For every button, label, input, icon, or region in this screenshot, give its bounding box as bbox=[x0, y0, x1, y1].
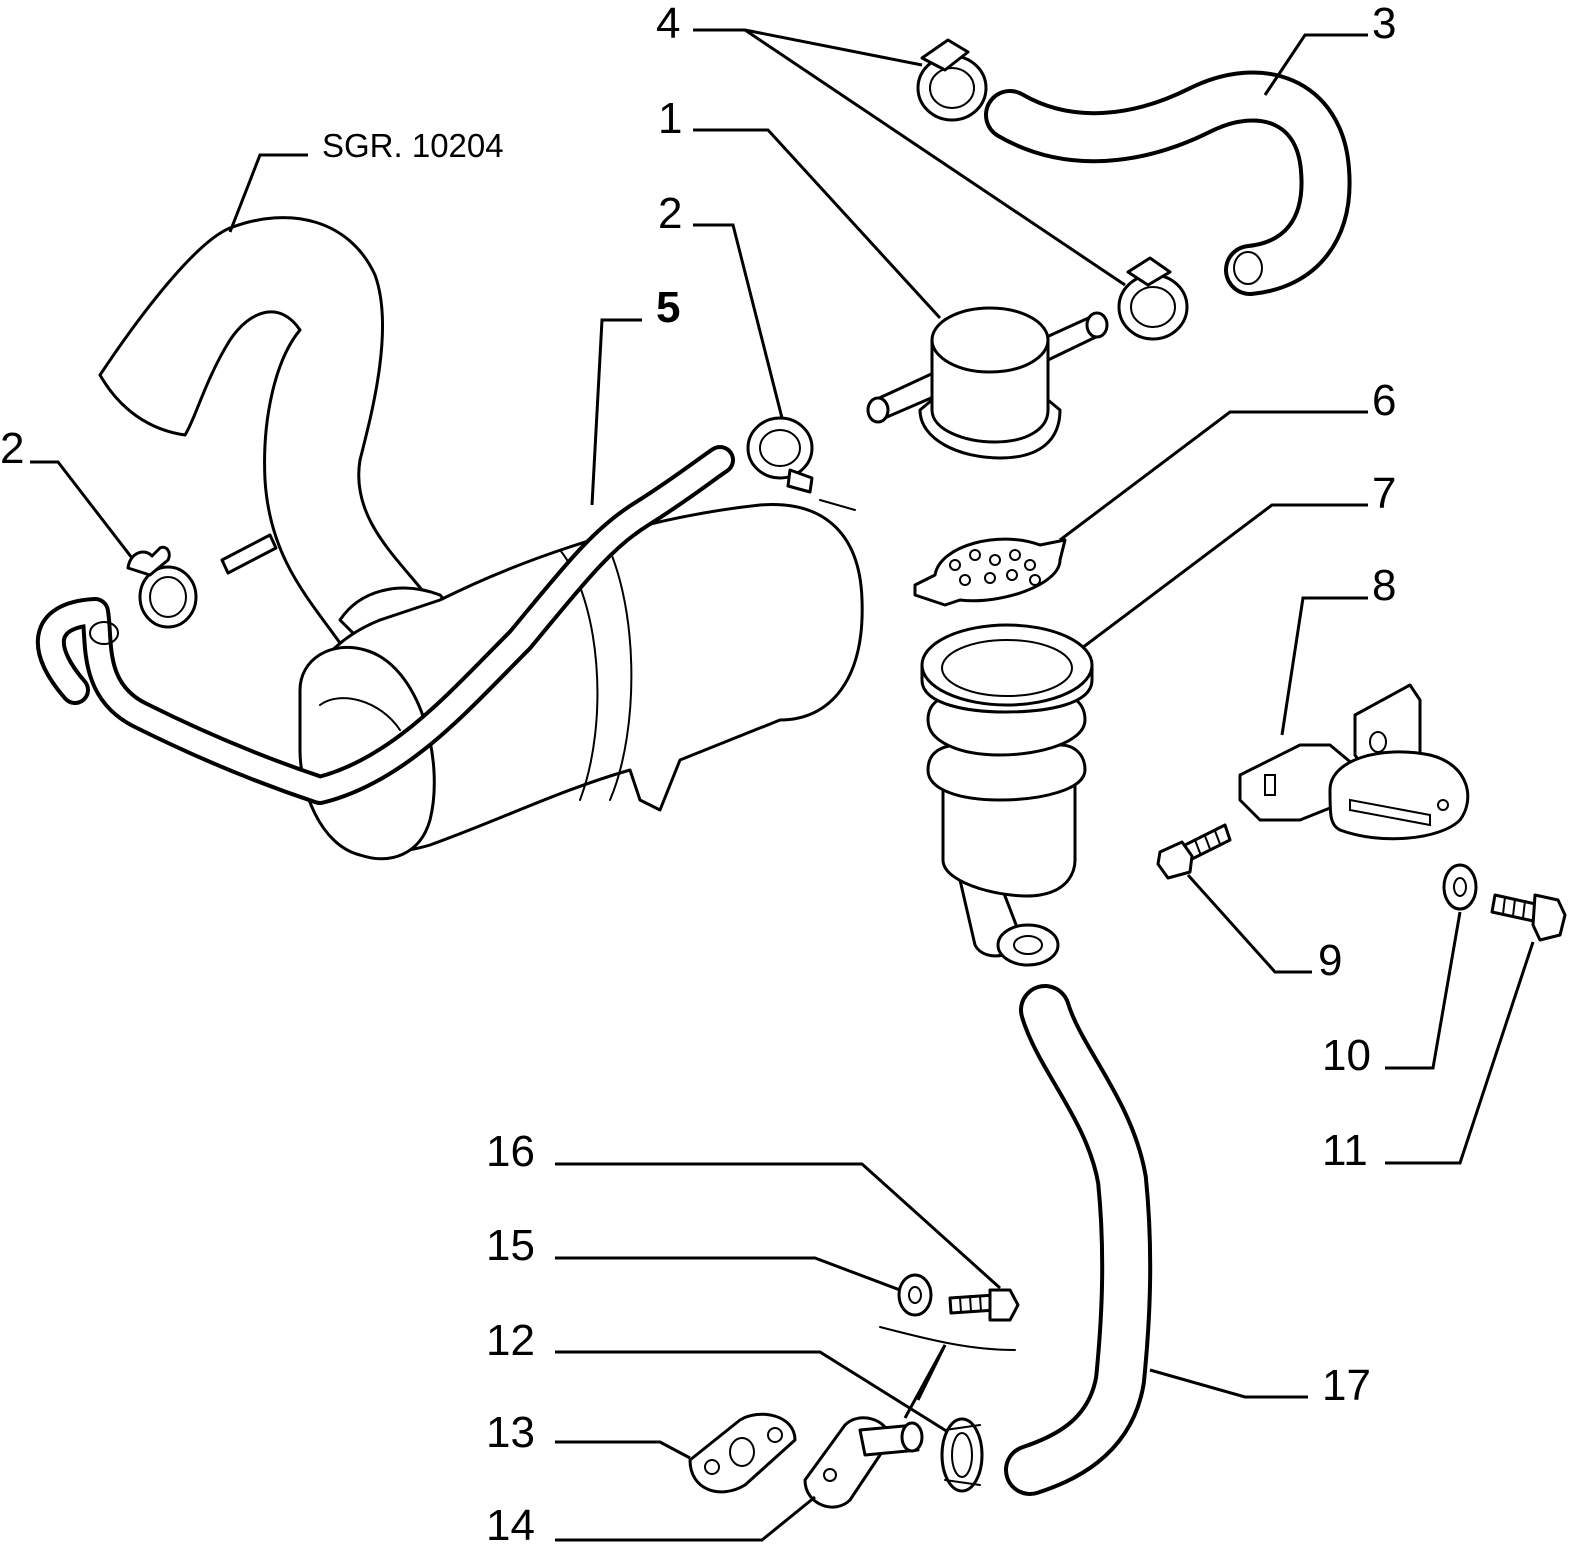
hose-clamp-part-12 bbox=[940, 1417, 984, 1493]
callout-4: 4 bbox=[656, 0, 680, 48]
callout-2-upper: 2 bbox=[658, 189, 682, 238]
drain-fitting-part-14 bbox=[803, 1416, 924, 1509]
callout-12: 12 bbox=[486, 1316, 535, 1365]
callout-17: 17 bbox=[1322, 1361, 1371, 1410]
hose-clamp-part-2-left bbox=[126, 545, 198, 629]
reference-assembly bbox=[98, 216, 864, 861]
callout-15: 15 bbox=[486, 1221, 535, 1270]
callout-3: 3 bbox=[1372, 0, 1396, 48]
labels: SGR. 10204 1 2 2 3 4 5 6 7 8 9 10 11 12 … bbox=[0, 0, 1396, 1544]
filter-housing-part-7 bbox=[920, 623, 1094, 967]
callout-8: 8 bbox=[1372, 561, 1396, 610]
callout-10: 10 bbox=[1322, 1031, 1371, 1080]
callout-5: 5 bbox=[656, 283, 680, 332]
leader-lines bbox=[30, 28, 1535, 1542]
breather-hose-part-5 bbox=[35, 445, 735, 805]
callout-9: 9 bbox=[1318, 936, 1342, 985]
breather-valve-part-1 bbox=[866, 306, 1109, 460]
callout-2-left: 2 bbox=[0, 424, 24, 473]
callout-13: 13 bbox=[486, 1408, 535, 1457]
callout-11: 11 bbox=[1322, 1126, 1368, 1175]
hose-clamp-part-4-lower bbox=[1117, 256, 1189, 341]
drain-hose-part-17 bbox=[1004, 984, 1153, 1496]
bolt-part-9 bbox=[1156, 823, 1232, 880]
bracket-clamp-part-8 bbox=[1238, 683, 1470, 841]
bolt-part-16 bbox=[948, 1288, 1020, 1322]
reference-label: SGR. 10204 bbox=[322, 127, 504, 164]
hose-clamp-part-2-upper bbox=[746, 416, 814, 494]
callout-16: 16 bbox=[486, 1127, 535, 1176]
bolt-part-11 bbox=[1490, 893, 1567, 942]
gasket-part-13 bbox=[688, 1412, 797, 1494]
washer-part-10 bbox=[1442, 863, 1478, 911]
callout-14: 14 bbox=[486, 1501, 535, 1544]
filter-disc-part-6 bbox=[913, 537, 1067, 607]
callout-6: 6 bbox=[1372, 376, 1396, 425]
group-bracket-line bbox=[879, 1326, 1016, 1351]
callout-1: 1 bbox=[658, 94, 682, 143]
curved-hose-part-3 bbox=[984, 70, 1352, 296]
callout-7: 7 bbox=[1372, 469, 1396, 518]
hose-clamp-part-4-top bbox=[916, 38, 988, 122]
washer-part-15 bbox=[897, 1273, 933, 1317]
